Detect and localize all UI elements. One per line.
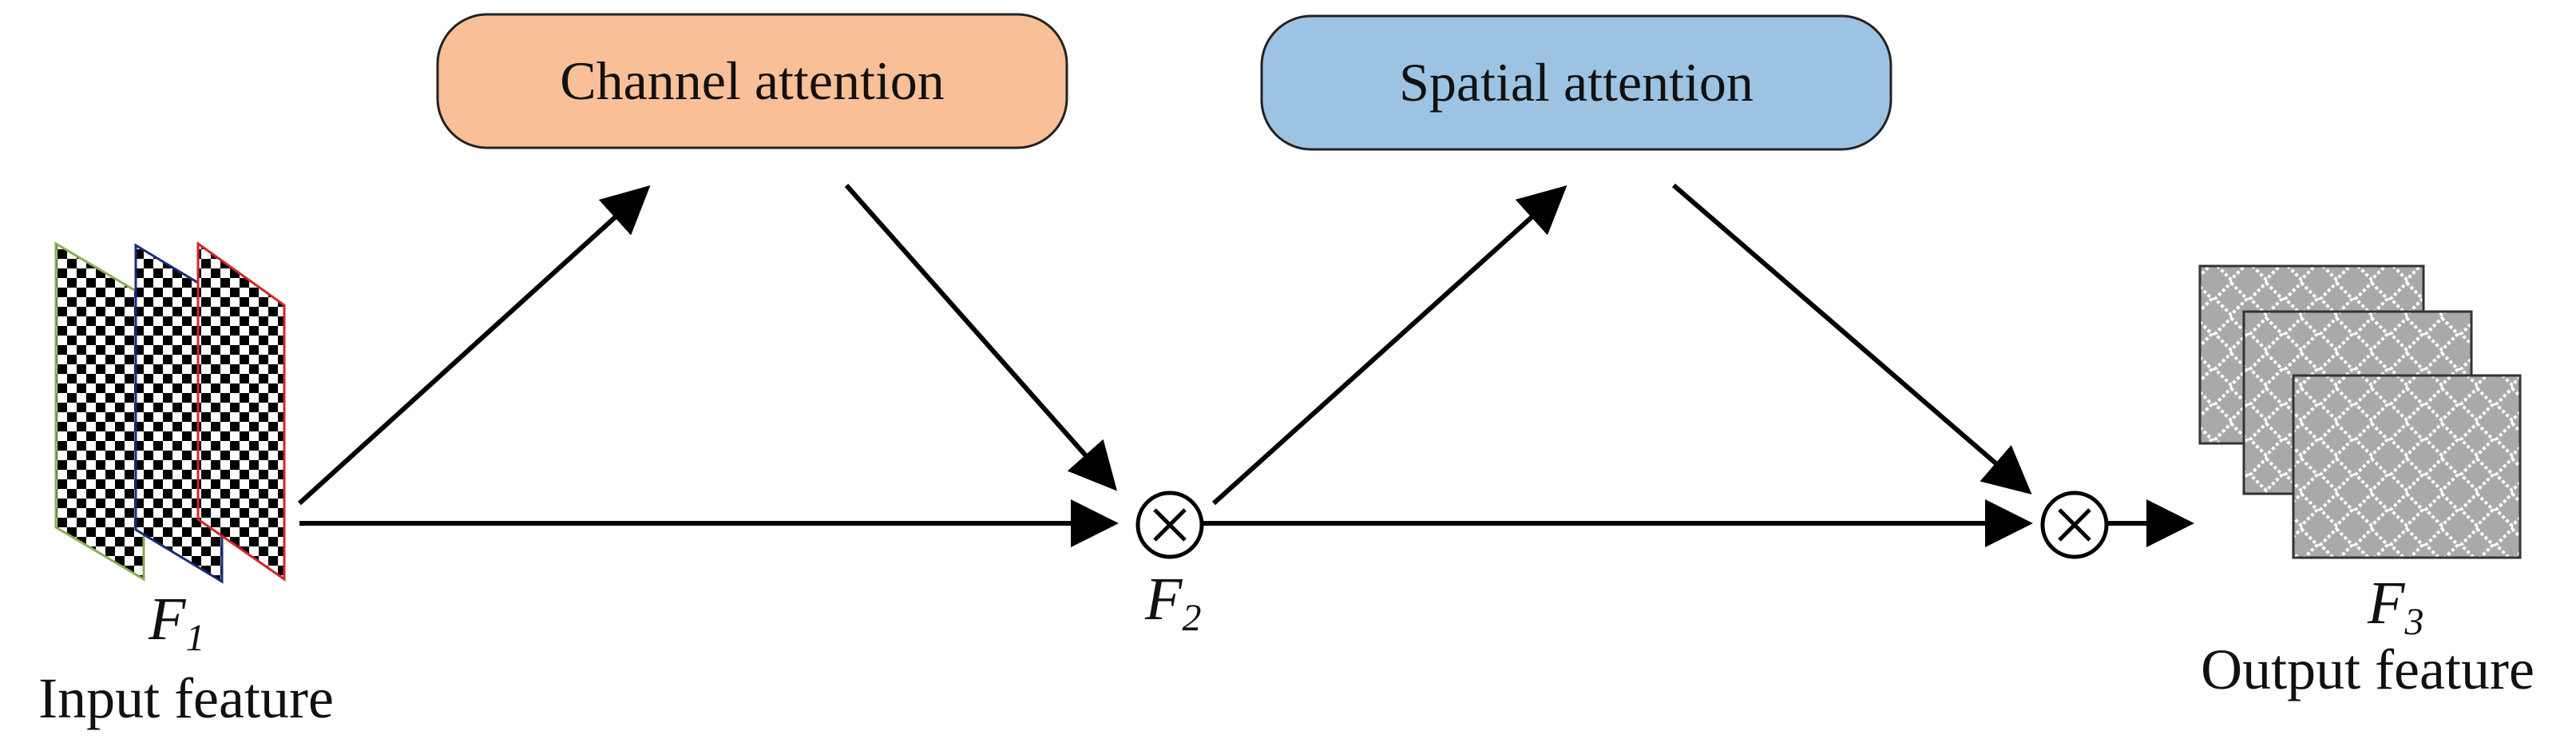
flow-arrows bbox=[297, 183, 2194, 547]
arrow-spatial-to-multiply bbox=[1672, 183, 2032, 495]
multiply-cross-1b bbox=[1153, 508, 1187, 542]
multiply-cross-2b bbox=[2058, 508, 2091, 542]
arrow-channel-to-multiply bbox=[844, 184, 1117, 491]
multiply-node-1 bbox=[1135, 491, 1204, 559]
input-variable-label: F1 bbox=[148, 586, 204, 659]
output-feature-maps bbox=[2198, 264, 2522, 559]
channel-attention-module: Channel attention bbox=[436, 13, 1068, 149]
spatial-attention-label: Spatial attention bbox=[1399, 52, 1754, 113]
channel-attention-label: Channel attention bbox=[560, 50, 945, 111]
input-feature-map-1 bbox=[54, 241, 145, 582]
arrow-input-to-channel bbox=[297, 185, 651, 506]
output-feature-map-3 bbox=[2292, 374, 2522, 559]
input-feature-maps bbox=[54, 241, 286, 584]
spatial-attention-module: Spatial attention bbox=[1260, 14, 1892, 151]
intermediate-variable-label: F2 bbox=[1144, 566, 1201, 639]
input-feature-caption: Input feature bbox=[38, 666, 334, 730]
output-feature-caption: Output feature bbox=[2201, 638, 2534, 701]
channel-attention-box bbox=[436, 13, 1068, 149]
arrow-f2-to-spatial bbox=[1211, 185, 1567, 506]
output-variable-label: F3 bbox=[2367, 570, 2423, 643]
multiply-node-2 bbox=[2040, 491, 2109, 559]
input-feature-map-3 bbox=[196, 241, 286, 582]
spatial-attention-box bbox=[1260, 14, 1892, 151]
